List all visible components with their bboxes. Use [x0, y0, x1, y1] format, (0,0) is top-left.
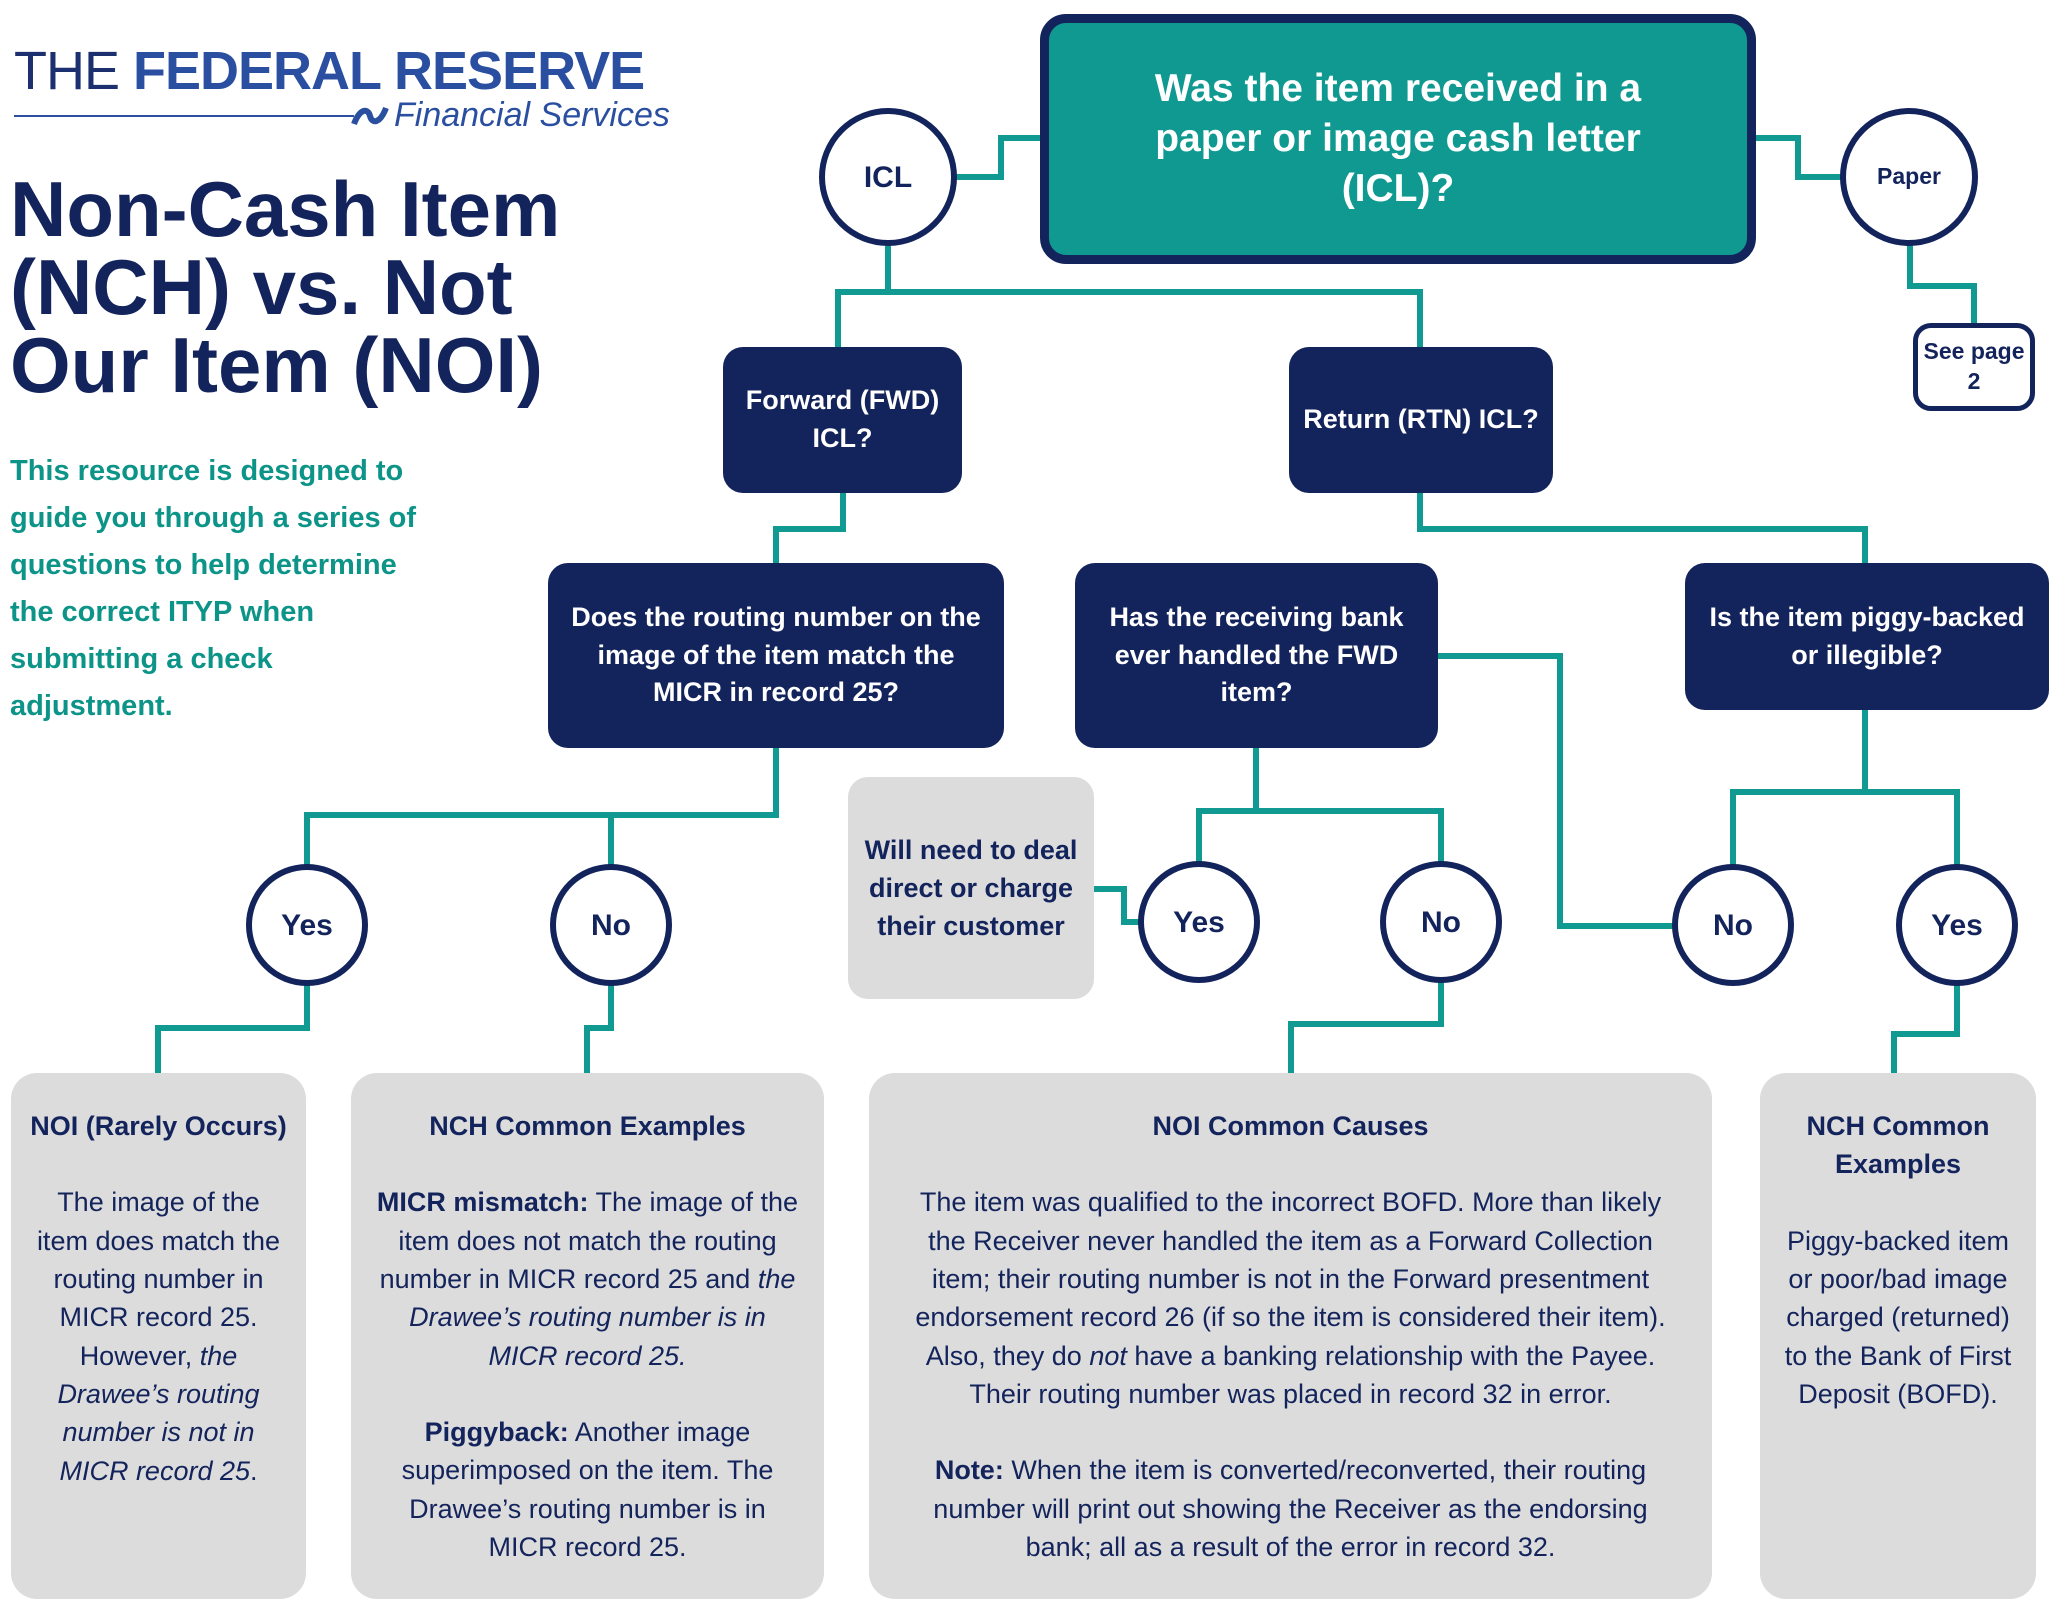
noi-rare-text-plain: The image of the item does match the rou… [36, 1187, 281, 1371]
connector-handled-no [1256, 808, 1444, 868]
icl-circle: ICL [819, 108, 957, 246]
deal-direct-box: Will need to deal direct or charge their… [848, 777, 1094, 999]
noi-causes-text-a: The item was qualified to the incorrect … [915, 1187, 1666, 1371]
page-title: Non-Cash Item (NCH) vs. Not Our Item (NO… [10, 165, 561, 409]
connector-no-nch [584, 982, 614, 1074]
connector-main-paper [1752, 135, 1844, 180]
noi-rarely-occurs-box: NOI (Rarely Occurs) The image of the ite… [11, 1073, 306, 1599]
logo-financial-services: Financial Services [350, 96, 670, 135]
micr-mismatch-text: MICR mismatch: The image of the item doe… [373, 1183, 802, 1375]
piggy-yes-circle: Yes [1896, 864, 2018, 986]
piggy-no-circle: No [1672, 864, 1794, 986]
logo-the: THE [14, 41, 120, 101]
logo-financial-services-text: Financial Services [394, 96, 670, 134]
nch-common-examples-box-2: NCH Common Examples Piggy-backed item or… [1760, 1073, 2036, 1599]
connector-rtn-handled-piggy [1417, 491, 1868, 563]
noi-causes-text-italic: not [1089, 1340, 1127, 1371]
logo-federal-reserve: FEDERAL RESERVE [133, 41, 645, 101]
noi-causes-note: Note: When the item is converted/reconve… [899, 1451, 1682, 1566]
routing-match-question-box: Does the routing number on the image of … [548, 563, 1004, 748]
piggyback-text: Piggyback: Another image superimposed on… [373, 1413, 802, 1566]
connector-handled-yesno [1196, 748, 1259, 868]
connector-icl-main [953, 135, 1044, 180]
connector-piggy-yes [1865, 789, 1960, 870]
noi-causes-text: The item was qualified to the incorrect … [899, 1183, 1682, 1413]
connector-deal-yes [1094, 886, 1145, 925]
connector-icl-rtn [888, 289, 1423, 347]
note-label: Note: [934, 1455, 1004, 1486]
piggyback-body: Another image superimposed on the item. … [401, 1416, 774, 1562]
connector-no-causes [1288, 978, 1444, 1074]
routing-yes-circle: Yes [246, 864, 368, 986]
routing-no-circle: No [550, 864, 672, 986]
logo: THE FEDERAL RESERVE [14, 40, 645, 102]
noi-rare-text: The image of the item does match the rou… [29, 1183, 288, 1490]
connector-icl-fwd-rtn [835, 246, 891, 347]
micr-mismatch-body: The image of the item does not match the… [379, 1187, 799, 1294]
connector-paper-seepage [1907, 242, 1977, 325]
micr-mismatch-label: MICR mismatch: [376, 1187, 589, 1218]
piggyback-question-box: Is the item piggy-backed or illegible? [1685, 563, 2049, 710]
connector-piggy-yesno [1730, 710, 1868, 870]
note-body: When the item is converted/reconverted, … [933, 1455, 1648, 1562]
connector-yes-noi [155, 982, 310, 1074]
connector-fwd-routing [773, 491, 846, 563]
receiving-bank-handled-question-box: Has the receiving bank ever handled the … [1075, 563, 1438, 748]
connector-yes-nch2 [1891, 982, 1960, 1074]
forward-icl-box: Forward (FWD) ICL? [723, 347, 962, 493]
handled-yes-circle: Yes [1138, 861, 1260, 983]
paper-circle: Paper [1840, 108, 1978, 246]
logo-rule [14, 115, 354, 117]
see-page-2-box: See page 2 [1913, 323, 2035, 411]
nch-examples-2-text: Piggy-backed item or poor/bad image char… [1784, 1225, 2012, 1409]
noi-causes-heading: NOI Common Causes [1152, 1111, 1429, 1141]
handled-no-circle: No [1380, 861, 1502, 983]
piggyback-label: Piggyback: [424, 1416, 569, 1447]
nch-examples-2-heading: NCH Common Examples [1806, 1111, 1990, 1180]
connector-handled-no-right [1436, 653, 1676, 929]
noi-causes-text-b: have a banking relationship with the Pay… [969, 1340, 1656, 1409]
nch-common-examples-box: NCH Common Examples MICR mismatch: The i… [351, 1073, 824, 1599]
connector-routing-yesno [304, 748, 779, 871]
noi-rare-text-end: . [250, 1455, 258, 1486]
intro-text: This resource is designed to guide you t… [10, 455, 417, 722]
return-icl-box: Return (RTN) ICL? [1289, 347, 1553, 493]
fs-mark-icon [351, 106, 389, 126]
nch-examples-heading: NCH Common Examples [429, 1111, 746, 1141]
micr-mismatch-italic: the Drawee’s routing number is in MICR r… [409, 1263, 796, 1371]
noi-rare-heading: NOI (Rarely Occurs) [30, 1111, 287, 1141]
noi-common-causes-box: NOI Common Causes The item was qualified… [869, 1073, 1712, 1599]
noi-rare-text-italic: the Drawee’s routing number is not in MI… [57, 1340, 260, 1486]
main-question-box: Was the item received in a paper or imag… [1040, 14, 1756, 264]
